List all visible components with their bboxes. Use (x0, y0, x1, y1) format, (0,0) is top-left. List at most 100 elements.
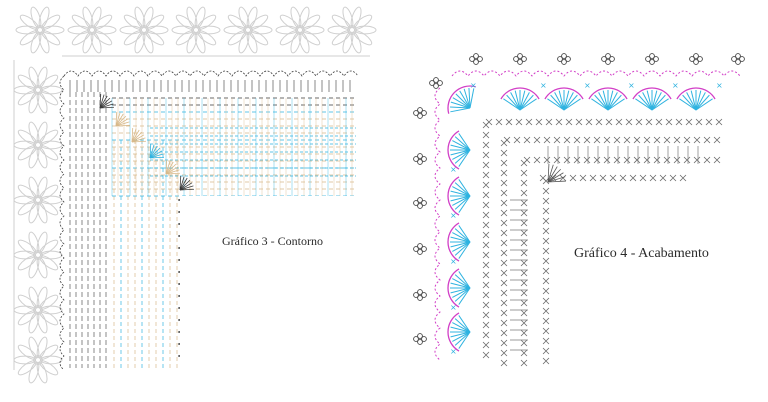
x-stitch (482, 311, 490, 319)
shell-stitch (514, 90, 521, 111)
stitch-rows (69, 92, 360, 372)
picot-loop (433, 83, 439, 89)
shell-stitch (452, 97, 471, 109)
x-stitch (635, 118, 643, 126)
petal (71, 30, 91, 46)
petal (41, 30, 61, 46)
shell-stitch (463, 88, 471, 109)
x-stitch (500, 229, 508, 237)
shell (544, 87, 584, 111)
petal (19, 14, 39, 30)
fan-stitch (115, 113, 124, 127)
x-stitch (482, 171, 490, 179)
petal (249, 25, 273, 35)
picot-loop (735, 53, 741, 59)
petal (342, 6, 354, 29)
shell-stitch (458, 149, 471, 167)
petal (17, 74, 37, 90)
petal (38, 6, 50, 29)
x-stitch (542, 267, 550, 275)
petal (39, 145, 59, 161)
x-stitch (542, 257, 550, 265)
x-stitch (482, 181, 490, 189)
x-stitch (623, 156, 631, 164)
x-stitch (583, 156, 591, 164)
petal (13, 250, 37, 260)
x-stitch (679, 174, 687, 182)
chart-3-contorno (13, 6, 377, 384)
x-stitch (533, 136, 541, 144)
petal (39, 74, 59, 90)
x-stitch (553, 136, 561, 144)
petal (145, 14, 165, 30)
x-stitch (500, 179, 508, 187)
corner-fan-stitch (547, 168, 562, 183)
x-stitch (520, 259, 528, 267)
shell-stitch (458, 195, 471, 213)
shell-stitch (454, 318, 471, 333)
x-stitch (663, 156, 671, 164)
magenta-chain-left (434, 87, 441, 361)
x-stitch (669, 174, 677, 182)
shell-stitch (450, 195, 471, 202)
petal (246, 6, 258, 29)
blue-x-mark: × (450, 303, 457, 312)
petal (28, 66, 40, 89)
shell-outline (447, 268, 460, 308)
shell-outline (500, 87, 540, 100)
shell-stitch (458, 287, 471, 305)
shell-stitch (558, 90, 565, 111)
blue-x-mark: × (450, 257, 457, 266)
picot-loop (429, 80, 435, 86)
shell-stitch (450, 101, 471, 109)
picot-loop (413, 110, 419, 116)
petal (13, 85, 37, 95)
x-stitch (482, 191, 490, 199)
petal (249, 30, 269, 46)
fan-stitch (131, 129, 140, 143)
shell-stitch (454, 149, 471, 164)
x-stitch (673, 156, 681, 164)
petal (17, 294, 37, 310)
shell-stitch (686, 92, 697, 111)
flower-motif (13, 336, 63, 384)
shell-stitch (450, 106, 471, 109)
corner-fan-stitch (547, 176, 566, 183)
shell-stitch (679, 98, 697, 111)
shell (447, 222, 471, 262)
x-stitch (629, 174, 637, 182)
shell-stitch (454, 274, 471, 289)
x-stitch (713, 156, 721, 164)
petal (39, 140, 63, 150)
petal (39, 360, 59, 376)
x-stitch (675, 118, 683, 126)
shell-stitch (458, 331, 471, 349)
motif-center (33, 305, 43, 315)
shell-stitch (695, 94, 710, 111)
shell (447, 268, 471, 308)
picot-loop (521, 56, 527, 62)
picot (413, 289, 427, 301)
picot-loop (605, 59, 611, 65)
x-stitch (520, 349, 528, 357)
picot-loop (421, 292, 427, 298)
petal (90, 6, 102, 29)
petal (90, 31, 102, 54)
petal (39, 129, 59, 145)
shell-stitch (563, 94, 578, 111)
shell-stitch (455, 93, 471, 109)
x-stitch (500, 359, 508, 367)
x-stitch (520, 179, 528, 187)
picot-loop (417, 339, 423, 345)
petal (39, 305, 63, 315)
flower-motif (171, 6, 221, 54)
picot (413, 197, 427, 209)
picot-loop (417, 197, 423, 203)
x-stitch (542, 327, 550, 335)
x-stitch (703, 136, 711, 144)
petal (39, 294, 59, 310)
petal (36, 286, 48, 309)
x-stitch (542, 307, 550, 315)
petal (28, 176, 40, 199)
shell-stitch (682, 94, 697, 111)
